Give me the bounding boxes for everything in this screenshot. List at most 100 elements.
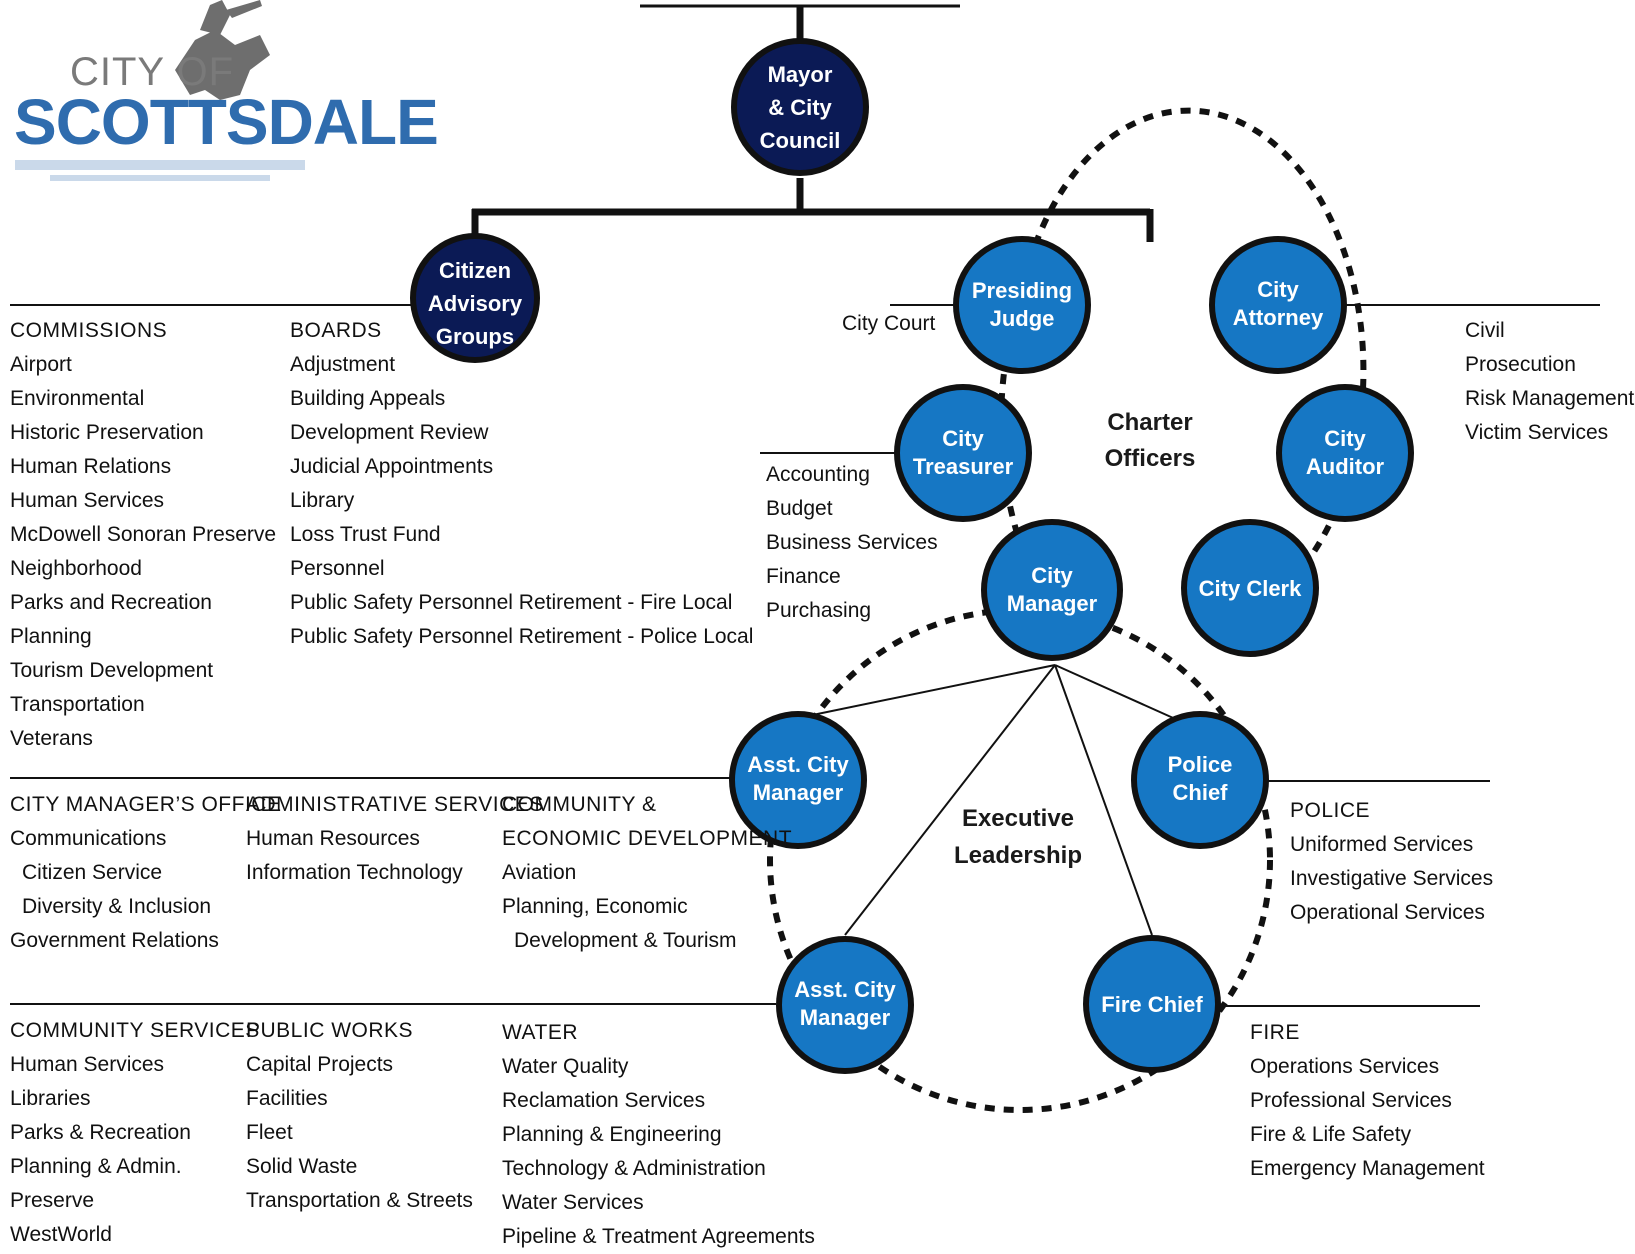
list-item: Professional Services: [1250, 1089, 1452, 1112]
list-item: Building Appeals: [290, 387, 446, 410]
list-item: Judicial Appointments: [290, 455, 494, 478]
attorney-depts-list: Civil Prosecution Risk Management Victim…: [1465, 314, 1634, 450]
community-economic-development-list: COMMUNITY & ECONOMIC DEVELOPMENT Aviatio…: [502, 788, 792, 958]
list-item: Operations Services: [1250, 1055, 1440, 1078]
list-item: Preserve: [10, 1189, 95, 1212]
list-item: Accounting: [766, 463, 870, 486]
list-item: Finance: [766, 565, 841, 588]
node-attorney-line1: City: [1257, 277, 1299, 302]
node-manager: City Manager: [981, 519, 1123, 661]
node-mayor-line2: & City: [768, 95, 832, 120]
list-item: Transportation & Streets: [246, 1189, 473, 1212]
node-clerk: City Clerk: [1181, 519, 1319, 657]
list-item: Human Services: [10, 1053, 165, 1076]
police-header: POLICE: [1290, 799, 1371, 822]
list-item: Library: [290, 489, 355, 512]
list-item: Personnel: [290, 557, 385, 580]
list-item: Investigative Services: [1290, 867, 1494, 890]
administrative-services-list: ADMINISTRATIVE SERVICES Human Resources …: [246, 788, 544, 890]
city-court-label: City Court: [842, 312, 936, 335]
list-item: Public Safety Personnel Retirement - Pol…: [290, 625, 754, 648]
list-item: Planning & Admin.: [10, 1155, 182, 1178]
list-item: Citizen Service: [22, 861, 163, 884]
list-item: Aviation: [502, 861, 577, 884]
list-item: Public Safety Personnel Retirement - Fir…: [290, 591, 733, 614]
list-item: Planning, Economic: [502, 895, 688, 918]
node-acm2-line1: Asst. City: [794, 977, 896, 1002]
node-manager-line2: Manager: [1007, 591, 1098, 616]
list-item: Technology & Administration: [502, 1157, 766, 1180]
node-judge-line2: Judge: [990, 306, 1055, 331]
node-police-chief: Police Chief: [1131, 711, 1269, 849]
list-item: Information Technology: [246, 861, 463, 884]
charter-officers-line2: Officers: [1105, 445, 1196, 472]
list-item: Planning & Engineering: [502, 1123, 722, 1146]
list-item: Business Services: [766, 531, 938, 554]
list-item: Communications: [10, 827, 167, 850]
list-item: Parks & Recreation: [10, 1121, 191, 1144]
list-item: Civil: [1465, 319, 1505, 342]
list-item: Loss Trust Fund: [290, 523, 441, 546]
node-citizen-line2: Advisory: [428, 291, 523, 316]
node-attorney-line2: Attorney: [1233, 305, 1324, 330]
node-judge-line1: Presiding: [972, 278, 1072, 303]
list-item: WestWorld: [10, 1223, 112, 1246]
city-managers-office-list: CITY MANAGER’S OFFICE Communications Cit…: [10, 788, 281, 958]
node-asst-manager-2: Asst. City Manager: [776, 936, 914, 1074]
list-item: Uniformed Services: [1290, 833, 1474, 856]
node-manager-line1: City: [1031, 563, 1073, 588]
community-services-list: COMMUNITY SERVICES Human Services Librar…: [10, 1014, 260, 1252]
node-mayor-line3: Council: [760, 128, 841, 153]
fire-header: FIRE: [1250, 1021, 1300, 1044]
list-item: Fire & Life Safety: [1250, 1123, 1412, 1146]
node-treasurer-line2: Treasurer: [913, 454, 1014, 479]
treasurer-depts-list: Accounting Budget Business Services Fina…: [766, 458, 938, 628]
node-citizen-line3: Groups: [436, 324, 514, 349]
node-citizen-line1: Citizen: [439, 258, 511, 283]
list-item: Operational Services: [1290, 901, 1485, 924]
node-fire-line1: Fire Chief: [1101, 992, 1203, 1017]
node-attorney: City Attorney: [1209, 236, 1347, 374]
list-item: Adjustment: [290, 353, 396, 376]
list-item: Solid Waste: [246, 1155, 358, 1178]
node-judge: Presiding Judge: [953, 236, 1091, 374]
list-item: Historic Preservation: [10, 421, 204, 444]
city-logo: CITY OF SCOTTSDALE: [0, 0, 439, 225]
node-acm1-line1: Asst. City: [747, 752, 849, 777]
list-item: Transportation: [10, 693, 145, 716]
list-item: Victim Services: [1465, 421, 1609, 444]
ced-header-line1: COMMUNITY &: [502, 793, 657, 816]
list-item: Pipeline & Treatment Agreements: [502, 1225, 815, 1248]
list-item: Neighborhood: [10, 557, 142, 580]
node-acm2-line2: Manager: [800, 1005, 891, 1030]
list-item: Parks and Recreation: [10, 591, 212, 614]
list-item: Development Review: [290, 421, 489, 444]
executive-connectors: [797, 664, 1201, 936]
list-item: Risk Management: [1465, 387, 1635, 410]
list-item: Diversity & Inclusion: [22, 895, 212, 918]
list-item: Government Relations: [10, 929, 219, 952]
node-auditor-line1: City: [1324, 426, 1366, 451]
list-item: Environmental: [10, 387, 145, 410]
list-item: Libraries: [10, 1087, 91, 1110]
publicworks-header: PUBLIC WORKS: [246, 1019, 414, 1042]
logo-scottsdale: SCOTTSDALE: [14, 86, 439, 158]
executive-leadership-line2: Leadership: [954, 842, 1082, 869]
charter-officers-line1: Charter: [1107, 409, 1192, 436]
list-item: Human Services: [10, 489, 165, 512]
node-clerk-line1: City Clerk: [1199, 576, 1302, 601]
community-header: COMMUNITY SERVICES: [10, 1019, 260, 1042]
water-header: WATER: [502, 1021, 578, 1044]
node-citizen: Citizen Advisory Groups: [410, 233, 540, 363]
ced-header-line2: ECONOMIC DEVELOPMENT: [502, 827, 793, 850]
water-list: WATER Water Quality Reclamation Services…: [502, 1016, 815, 1254]
node-asst-manager-1: Asst. City Manager: [729, 711, 867, 849]
node-mayor-line1: Mayor: [768, 62, 833, 87]
admin-header: ADMINISTRATIVE SERVICES: [246, 793, 544, 816]
list-item: Human Resources: [246, 827, 420, 850]
list-item: Facilities: [246, 1087, 328, 1110]
node-acm1-line2: Manager: [753, 780, 844, 805]
list-item: Reclamation Services: [502, 1089, 706, 1112]
commissions-list: COMMISSIONS Airport Environmental Histor…: [10, 314, 276, 756]
